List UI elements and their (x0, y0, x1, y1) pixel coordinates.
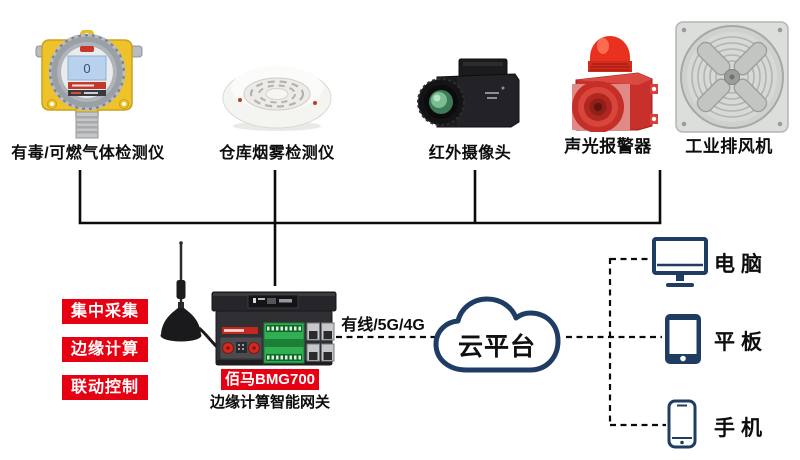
phone-label: 手机 (714, 417, 768, 440)
exhaust-fan-icon (675, 21, 789, 133)
cloud-platform-label: 云平台 (457, 333, 536, 361)
cloud-icon (433, 296, 561, 373)
smoke-detector-icon (222, 66, 332, 131)
gateway-caption: 边缘计算智能网关 (209, 394, 330, 411)
alarm-label: 声光报警器 (564, 137, 652, 156)
feature-tag-control: 联动控制 (62, 375, 148, 400)
tablet-label: 平板 (714, 331, 768, 354)
desktop-icon (652, 237, 708, 287)
feature-tag-collect: 集中采集 (62, 299, 148, 324)
ir-camera-label: 红外摄像头 (428, 145, 512, 162)
ethernet-ports (306, 322, 335, 362)
alarm-icon (572, 36, 658, 132)
gas-detector-label: 有毒/可燃气体检测仪 (11, 145, 165, 162)
feature-tag-edge: 边缘计算 (62, 337, 148, 362)
antenna-icon (160, 241, 202, 342)
link-type-label: 有线/5G/4G (341, 317, 425, 334)
gas-detector-reading: 0 (83, 61, 90, 76)
smoke-detector-label: 仓库烟雾检测仪 (219, 145, 335, 162)
gateway-icon (211, 291, 337, 366)
ir-camera-icon (417, 58, 520, 128)
exhaust-fan-label: 工业排风机 (685, 137, 773, 156)
gateway-model-badge: 佰马BMG700 (221, 369, 319, 390)
phone-icon (667, 399, 697, 449)
desktop-label: 电脑 (714, 253, 768, 276)
tablet-icon (665, 314, 701, 364)
gas-detector-icon: 0 (35, 30, 143, 139)
